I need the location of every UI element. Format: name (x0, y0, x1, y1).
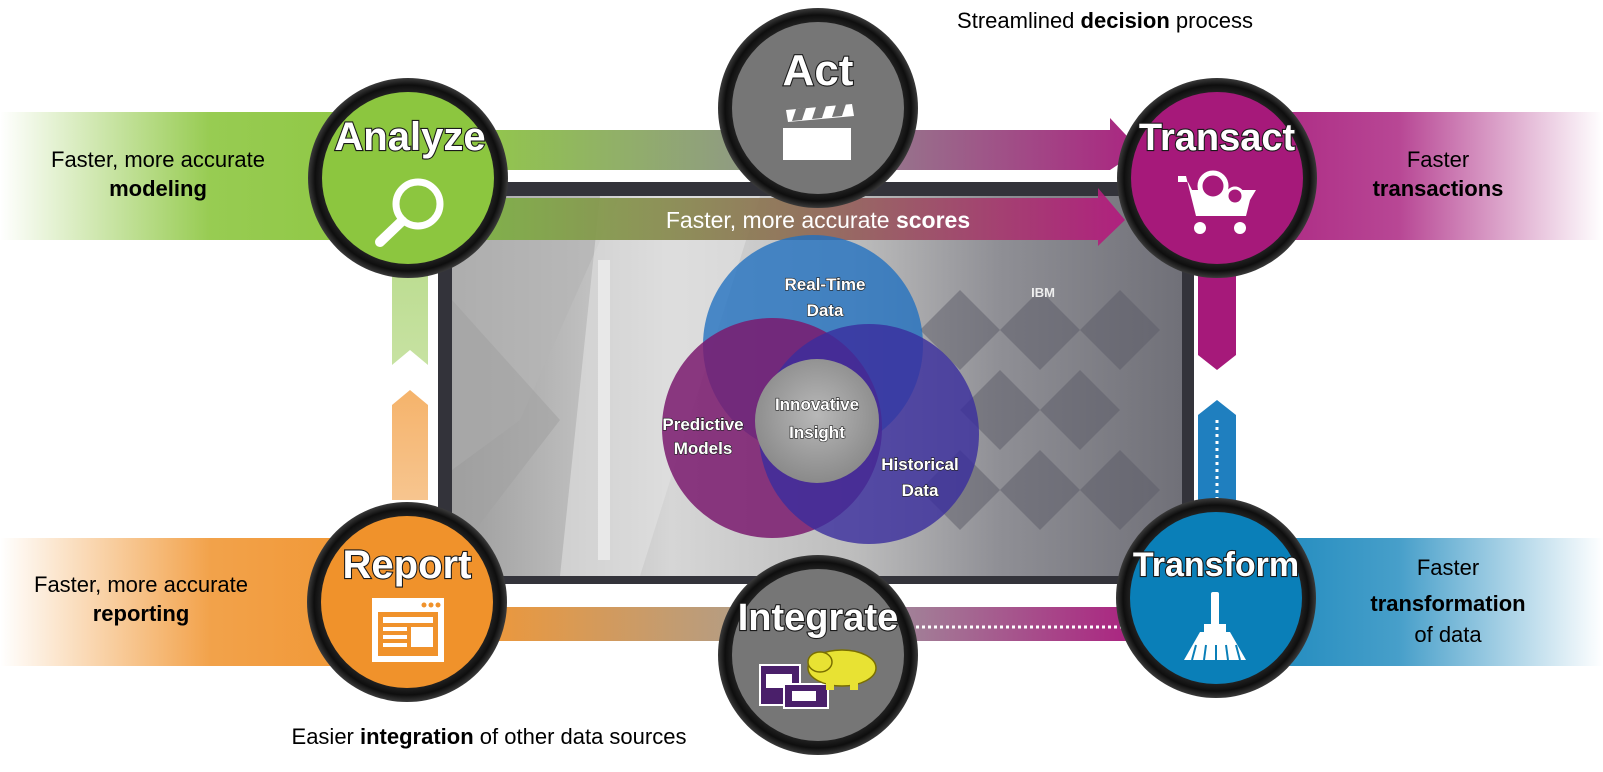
left-up-arrow-lower (392, 390, 428, 500)
transact-caption-bold: transactions (1373, 176, 1504, 201)
act-title: Act (783, 46, 854, 95)
transform-caption-line1: Faster (1417, 555, 1479, 580)
venn-label-predictive: Predictive (662, 415, 743, 434)
broom-icon (1184, 592, 1246, 661)
transform-node[interactable]: Transform (1116, 498, 1316, 698)
act-node[interactable]: Act (718, 8, 918, 208)
report-title: Report (343, 543, 472, 587)
venn-label-real-time-2: Data (807, 301, 844, 320)
venn-label-center: Innovative (775, 395, 859, 414)
venn-label-real-time: Real-Time (785, 275, 866, 294)
transform-title: Transform (1133, 546, 1299, 584)
transact-caption-line1: Faster (1407, 147, 1469, 172)
transact-title: Transact (1139, 117, 1296, 159)
venn-diagram: Real-Time Data Predictive Models Histori… (662, 235, 979, 544)
venn-label-historical-2: Data (902, 481, 939, 500)
report-node[interactable]: Report (307, 502, 507, 702)
magnifier-icon (375, 178, 444, 247)
analyze-caption-bold: modeling (109, 176, 207, 201)
venn-label-historical: Historical (881, 455, 958, 474)
analyze-node[interactable]: Analyze (308, 78, 508, 278)
report-caption-bold: reporting (93, 601, 190, 626)
transact-node[interactable]: Transact (1117, 78, 1317, 278)
scores-caption: Faster, more accurate scores (666, 207, 970, 233)
integrate-node[interactable]: Integrate (718, 555, 918, 755)
integrate-title: Integrate (738, 597, 898, 639)
ibm-logo: IBM (1031, 285, 1055, 300)
clapperboard-icon (783, 104, 854, 160)
analyze-title: Analyze (334, 115, 485, 159)
transform-caption-bold: transformation (1370, 591, 1525, 616)
integrate-caption: Easier integration of other data sources (292, 724, 687, 749)
report-caption-line1: Faster, more accurate (34, 572, 248, 597)
venn-label-center-2: Insight (789, 423, 845, 442)
transform-caption-line3: of data (1414, 622, 1482, 647)
hadoop-elephant-icon (759, 649, 877, 709)
shopping-cart-gear-icon (1178, 170, 1256, 234)
venn-label-predictive-2: Models (674, 439, 733, 458)
report-window-icon (372, 598, 444, 662)
act-caption: Streamlined decision process (957, 8, 1253, 33)
venn-center (755, 359, 879, 483)
analyze-caption-line1: Faster, more accurate (51, 147, 265, 172)
scores-arrow (470, 188, 1125, 246)
